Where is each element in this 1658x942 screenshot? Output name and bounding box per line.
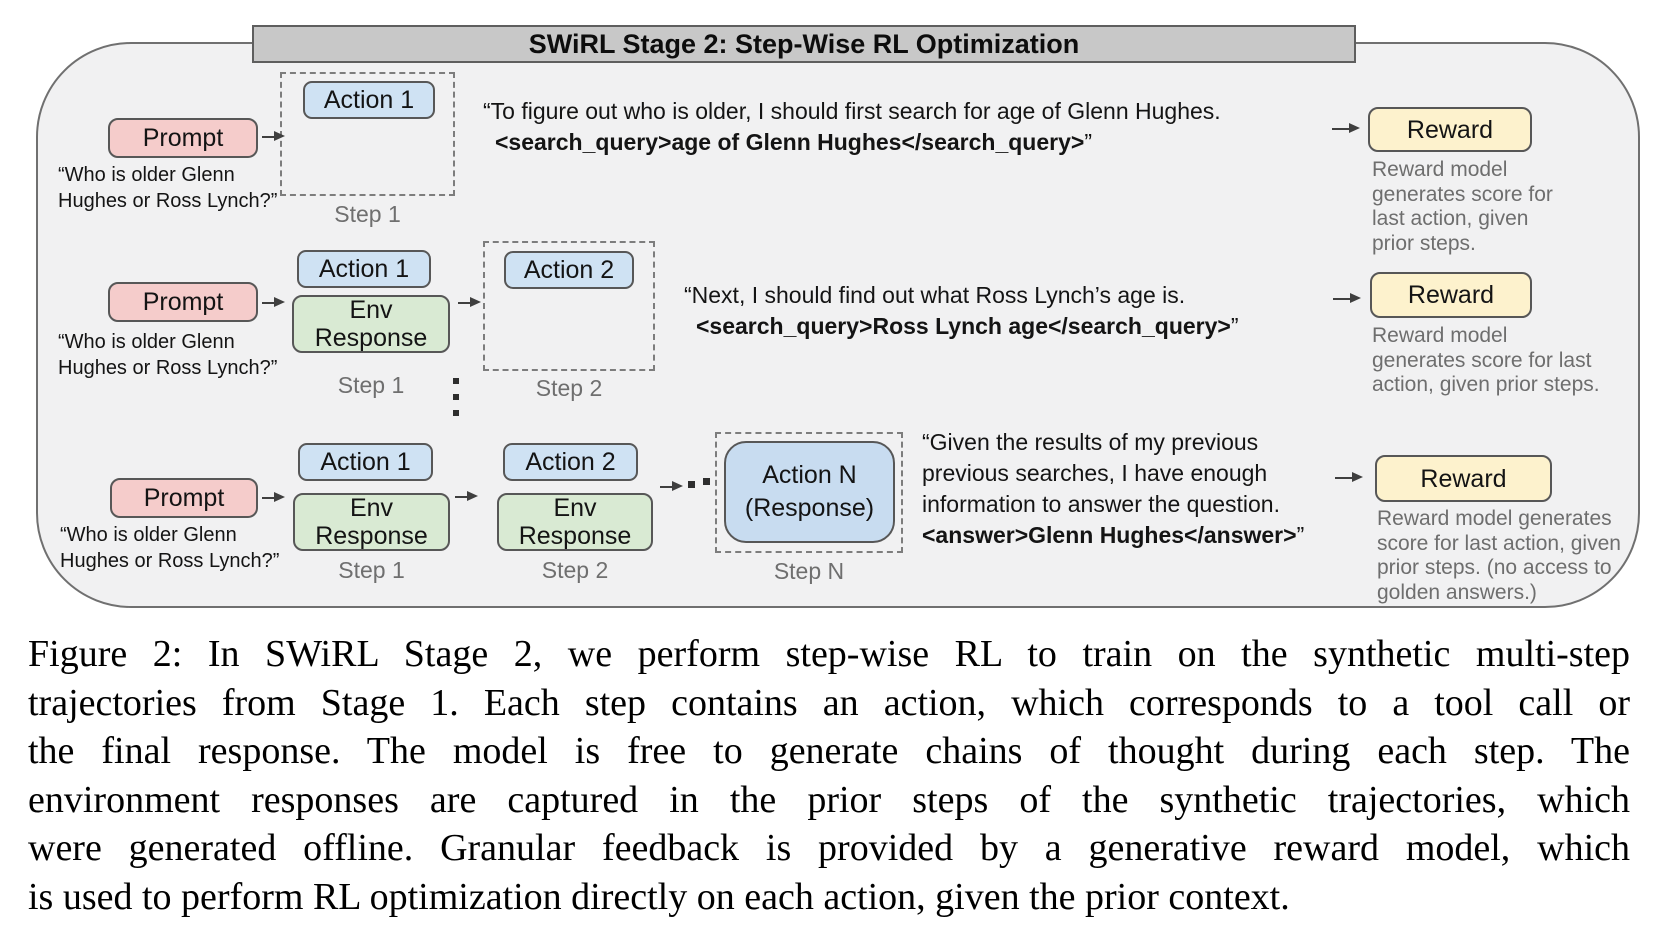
thought-answer-line-row3: <answer>Glenn Hughes</answer>” <box>922 520 1304 551</box>
actionN-box-row3: Action N (Response) <box>724 441 895 543</box>
stepN-label-row3: Step N <box>773 558 845 584</box>
env-response-box1-row3: Env Response <box>293 493 450 551</box>
caption-line: environment responses are captured in th… <box>28 778 1630 821</box>
prompt-quote-row2: “Who is older Glenn Hughes or Ross Lynch… <box>58 331 278 379</box>
arrow-to-reward-row2 <box>1333 293 1361 303</box>
endquote-row3: ” <box>1296 522 1305 548</box>
diagram-title: SWiRL Stage 2: Step-Wise RL Optimization <box>528 28 1080 59</box>
reward-label-row3: Reward <box>1420 464 1507 493</box>
env-response-box1-row2: Env Response <box>292 295 450 353</box>
step1-label-row1: Step 1 <box>334 201 401 227</box>
env-response-label2-row3: Env Response <box>518 494 632 550</box>
action2-box-row2: Action 2 <box>504 251 634 289</box>
action2-box-row3: Action 2 <box>503 443 638 481</box>
step2-label-row2: Step 2 <box>535 375 603 401</box>
action1-label-row2: Action 1 <box>318 255 410 283</box>
arrow-step1-to-step2-row2 <box>458 297 481 307</box>
figure-caption: Figure 2: In SWiRL Stage 2, we perform s… <box>28 630 1630 921</box>
arrow-prompt-to-step1-row3 <box>262 492 285 502</box>
action2-label-row3: Action 2 <box>525 448 616 476</box>
reward-note-row3: Reward model generates score for last ac… <box>1377 507 1621 604</box>
thought-text-row3: “Given the results of my previous previo… <box>922 427 1304 551</box>
arrow-step1-to-step2-row3 <box>455 491 478 501</box>
step1-label-row3: Step 1 <box>338 557 405 583</box>
vertical-ellipsis-dot <box>453 394 459 400</box>
prompt-label-row1: Prompt <box>142 124 224 152</box>
reward-label-row1: Reward <box>1406 115 1494 144</box>
arrow-step2-to-stepN-row3 <box>660 481 683 491</box>
thought-line2-row2: <search_query>Ross Lynch age</search_que… <box>696 311 1239 342</box>
prompt-label-row3: Prompt <box>143 484 225 512</box>
reward-label-row2: Reward <box>1407 281 1495 309</box>
thought-text-row2: “Next, I should find out what Ross Lynch… <box>684 280 1239 342</box>
prompt-quote-row3: “Who is older Glenn Hughes or Ross Lynch… <box>60 524 280 572</box>
prompt-box-row3: Prompt <box>110 478 258 518</box>
action1-box-row1: Action 1 <box>303 81 435 119</box>
arrow-to-reward-row1 <box>1332 123 1360 133</box>
env-response-box2-row3: Env Response <box>497 493 653 551</box>
caption-line: the final response. The model is free to… <box>28 730 1630 772</box>
action1-label-row3: Action 1 <box>320 448 411 476</box>
reward-box-row3: Reward <box>1375 455 1552 502</box>
reward-note-row1: Reward model generates score for last ac… <box>1372 158 1553 255</box>
env-response-label1-row2: Env Response <box>314 296 428 352</box>
actionN-label-row3: Action N (Response) <box>744 461 875 522</box>
tag-text-row3: <answer>Glenn Hughes</answer> <box>922 522 1297 548</box>
arrow-to-reward-row3 <box>1335 472 1363 482</box>
prompt-box-row1: Prompt <box>108 118 258 158</box>
thought-line1-row1: “To figure out who is older, I should fi… <box>483 98 1221 124</box>
reward-note-row2: Reward model generates score for last ac… <box>1372 324 1600 396</box>
thought-lines-row3: “Given the results of my previous previo… <box>922 429 1280 517</box>
horizontal-ellipsis-dot <box>703 478 710 485</box>
action2-label-row2: Action 2 <box>523 256 615 284</box>
endquote-row2: ” <box>1230 313 1239 339</box>
action1-label-row1: Action 1 <box>323 86 415 114</box>
arrow-prompt-to-step1-row2 <box>262 297 285 307</box>
prompt-quote-row1: “Who is older Glenn Hughes or Ross Lynch… <box>58 164 278 212</box>
reward-box-row1: Reward <box>1368 107 1532 152</box>
prompt-label-row2: Prompt <box>142 288 224 316</box>
reward-box-row2: Reward <box>1370 272 1532 318</box>
step2-dashed-box-row2 <box>483 241 655 371</box>
action1-box-row3: Action 1 <box>298 443 433 481</box>
prompt-box-row2: Prompt <box>108 282 258 322</box>
diagram-title-banner: SWiRL Stage 2: Step-Wise RL Optimization <box>252 25 1356 63</box>
env-response-label1-row3: Env Response <box>315 494 428 550</box>
thought-text-row1: “To figure out who is older, I should fi… <box>483 96 1221 158</box>
vertical-ellipsis-dot <box>453 378 459 384</box>
thought-line2-row1: <search_query>age of Glenn Hughes</searc… <box>495 127 1221 158</box>
vertical-ellipsis-dot <box>453 410 459 416</box>
tag-text-row1: <search_query>age of Glenn Hughes</searc… <box>495 129 1085 155</box>
step1-label-row2: Step 1 <box>337 372 405 398</box>
thought-line1-row2: “Next, I should find out what Ross Lynch… <box>684 282 1186 308</box>
tag-text-row2: <search_query>Ross Lynch age</search_que… <box>696 313 1231 339</box>
step2-label-row3: Step 2 <box>541 557 609 583</box>
action1-box-row2: Action 1 <box>297 250 431 288</box>
horizontal-ellipsis-dot <box>688 481 695 488</box>
endquote-row1: ” <box>1084 129 1092 155</box>
caption-line: trajectories from Stage 1. Each step con… <box>28 681 1630 724</box>
caption-line: is used to perform RL optimization direc… <box>28 875 1290 918</box>
caption-line: Figure 2: In SWiRL Stage 2, we perform s… <box>28 633 1630 675</box>
caption-line: were generated offline. Granular feedbac… <box>28 827 1630 869</box>
arrow-prompt-to-step1-row1 <box>262 131 285 141</box>
stepN-dashed-box-row3 <box>715 432 903 553</box>
